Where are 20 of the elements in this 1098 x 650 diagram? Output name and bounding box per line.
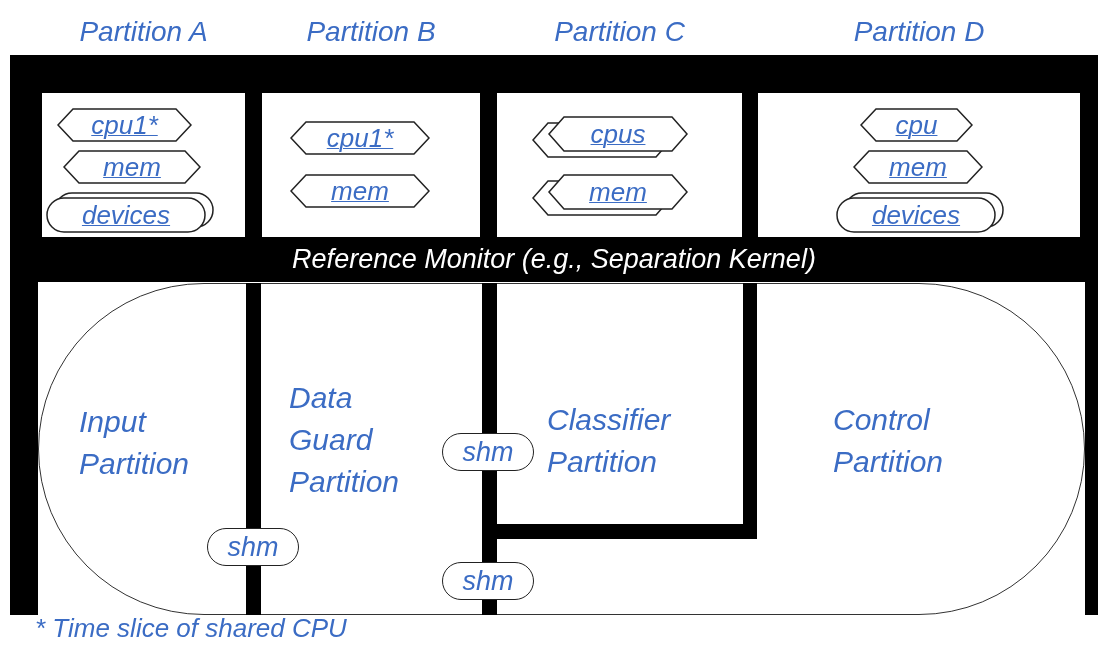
shared-memory-pill: shm <box>207 528 299 566</box>
partition-label: Classifier Partition <box>547 399 732 489</box>
resource-hexagon: cpu <box>860 108 973 142</box>
partition-heading: Partition D <box>853 15 985 49</box>
reference-monitor-band: Reference Monitor (e.g., Separation Kernel) <box>10 237 1098 282</box>
resource-hexagon: mem <box>63 150 201 184</box>
partition-label: Input Partition <box>79 401 229 491</box>
shared-memory-pill: shm <box>442 433 534 471</box>
resource-hexagon: mem <box>290 174 430 208</box>
partition-label: Data Guard Partition <box>289 377 439 511</box>
partition-heading: Partition A <box>79 15 208 49</box>
resource-hexagon: cpu1* <box>57 108 192 142</box>
resource-hexagon: cpu1* <box>290 121 430 155</box>
partition-heading: Partition C <box>554 15 685 49</box>
partition-area <box>38 283 1085 615</box>
partition-label: Control Partition <box>833 399 1018 489</box>
shared-memory-pill: shm <box>442 562 534 600</box>
footnote: * Time slice of shared CPU <box>35 612 347 644</box>
partition-heading: Partition B <box>306 15 436 49</box>
resource-hexagon: mem <box>853 150 983 184</box>
